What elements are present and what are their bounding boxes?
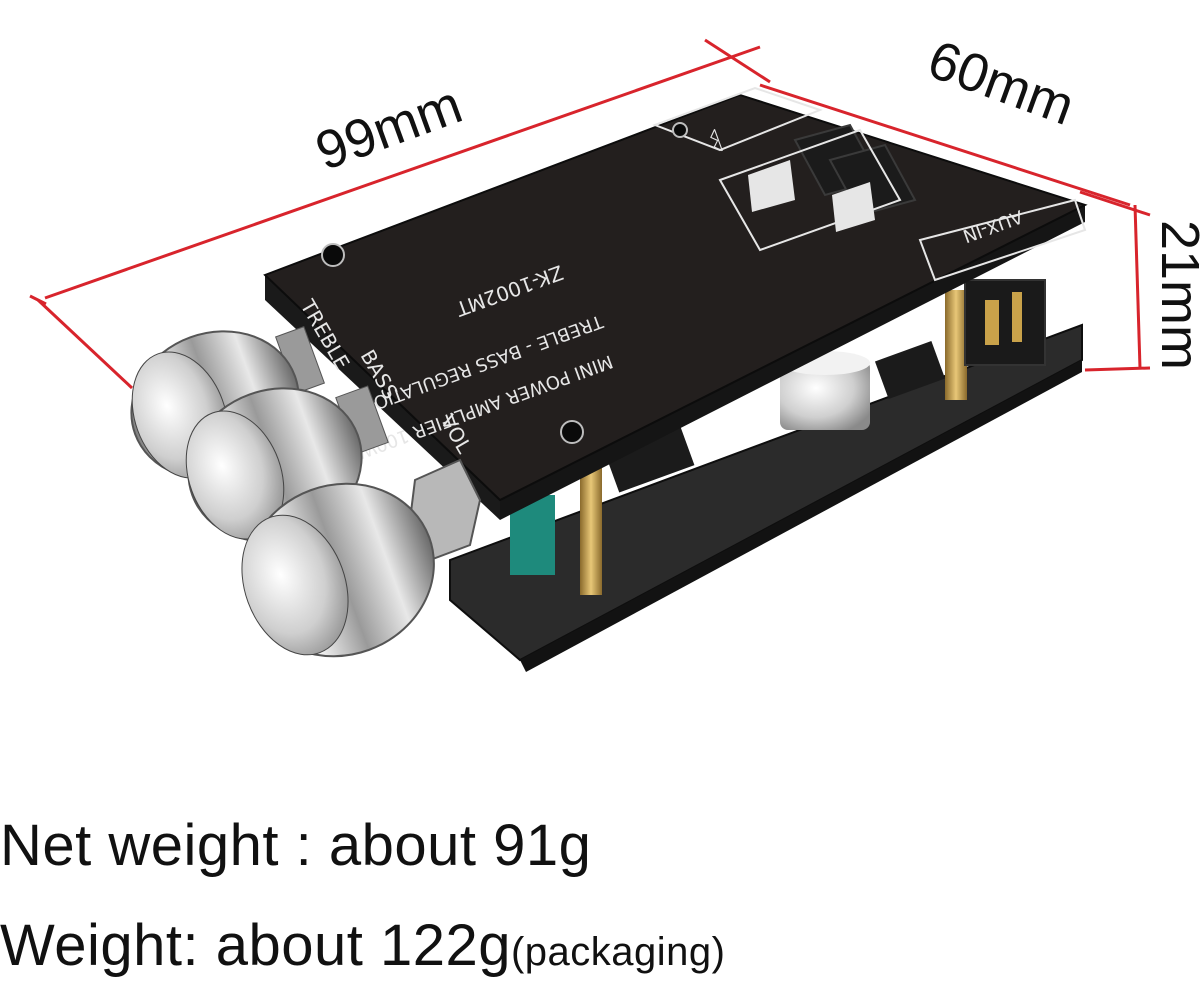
speaker-right-icon	[832, 182, 875, 232]
lower-pcb	[449, 323, 1083, 672]
weight-note: (packaging)	[510, 930, 726, 974]
dimension-lines	[29, 38, 1151, 390]
top-panel: ᛒ	[263, 86, 1088, 502]
width-label: 60mm	[920, 29, 1082, 137]
weight-main: Weight: about 122g	[0, 913, 511, 978]
bass-knob	[185, 385, 389, 543]
volume-knob	[241, 458, 482, 658]
standoff-right	[945, 290, 967, 400]
height-label: 21mm	[1150, 220, 1200, 370]
capacitor-icon	[780, 360, 870, 430]
speaker-left-icon	[748, 160, 795, 212]
standoff-left	[580, 455, 602, 595]
net-weight-caption: Net weight : about 91g	[0, 813, 592, 878]
aux-jack-icon	[964, 279, 1046, 366]
weight-caption: Weight: about 122g(packaging)	[0, 912, 726, 979]
length-label: 99mm	[308, 74, 470, 182]
